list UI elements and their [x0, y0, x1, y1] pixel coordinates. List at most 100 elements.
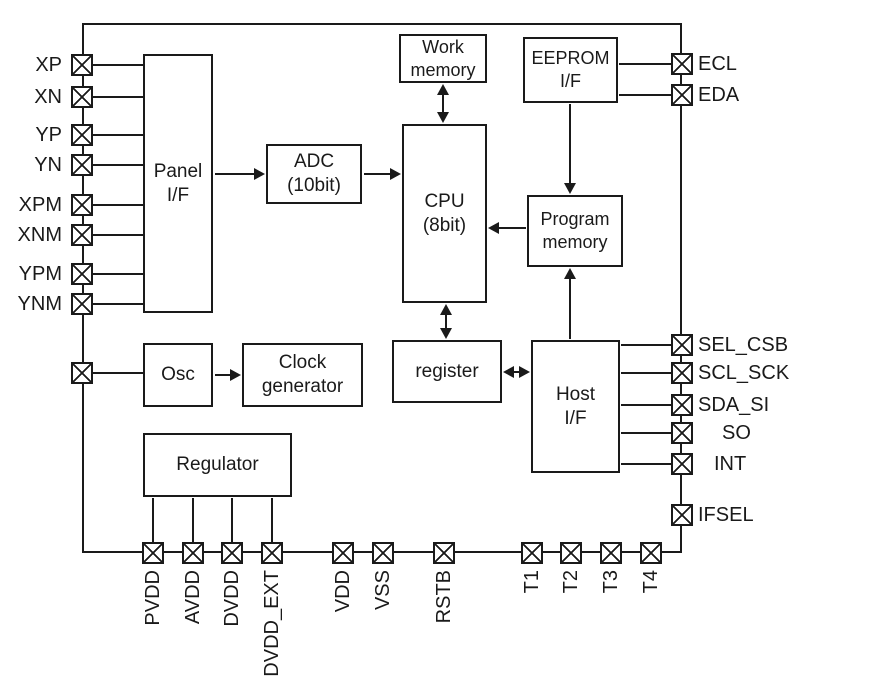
pin-so-icon [671, 422, 693, 444]
pin-label-dvdd: DVDD [221, 570, 243, 627]
connector-host-if-to-sel-csb [621, 344, 671, 346]
block-work-memory-label2: memory [410, 59, 476, 80]
pin-label-t1: T1 [521, 570, 543, 594]
block-panel-if: Panel I/F [143, 54, 213, 313]
connector-regulator-to-dvdd [231, 498, 233, 543]
pin-ypm-icon [71, 263, 93, 285]
connector-host-if-to-so [621, 432, 671, 434]
pin-label-rstb: RSTB [433, 570, 455, 624]
pin-label-int: INT [714, 453, 747, 475]
pin-label-yn: YN [34, 154, 62, 176]
connector-eeprom-if-to-ecl [619, 63, 671, 65]
block-clock-generator-label: Clock [278, 352, 327, 373]
pin-label-sel-csb: SEL_CSB [698, 334, 789, 356]
connector-panel-if-to-adc [215, 173, 257, 175]
pin-label-ynm: YNM [17, 293, 62, 315]
block-osc: Osc [143, 343, 213, 407]
pin-ecl-icon [671, 53, 693, 75]
pin-label-xp: XP [35, 54, 62, 76]
pin-label-eda: EDA [698, 84, 740, 106]
block-cpu: CPU (8bit) [402, 124, 487, 303]
arrowhead-cpu-register-u [440, 304, 452, 315]
pin-label-avdd: AVDD [182, 570, 204, 625]
pin-label-xnm: XNM [17, 224, 62, 246]
pin-vdd-icon [332, 542, 354, 564]
block-host-if-label: Host [555, 383, 596, 405]
pin-ifsel-icon [671, 504, 693, 526]
connector-osc-pin-to-osc [93, 372, 143, 374]
connector-stub-yp [93, 134, 143, 136]
block-work-memory: Work memory [399, 34, 487, 83]
connector-eeprom-if-to-program-memory [569, 104, 571, 184]
block-host-if: Host I/F [531, 340, 620, 473]
connector-eeprom-if-to-eda [619, 94, 671, 96]
block-adc-label: ADC [293, 151, 335, 172]
pin-label-scl-sck: SCL_SCK [698, 362, 790, 384]
block-panel-if-label: Panel [153, 160, 203, 182]
connector-stub-ynm [93, 303, 143, 305]
block-host-if-label2: I/F [564, 407, 587, 429]
pin-rstb-icon [433, 542, 455, 564]
pin-avdd-icon [182, 542, 204, 564]
pin-yp-icon [71, 124, 93, 146]
pin-xnm-icon [71, 224, 93, 246]
pin-int-icon [671, 453, 693, 475]
connector-stub-xn [93, 96, 143, 98]
arrowhead-register-host-if-l [503, 366, 514, 378]
pin-t2-icon [560, 542, 582, 564]
pin-dvdd-ext-icon [261, 542, 283, 564]
pin-eda-icon [671, 84, 693, 106]
pin-sda-si-icon [671, 394, 693, 416]
arrowhead-host-if-to-program-memory-u [564, 268, 576, 279]
arrowhead-cpu-register-d [440, 328, 452, 339]
pin-dvdd-icon [221, 542, 243, 564]
connector-stub-xp [93, 64, 143, 66]
connector-osc-to-clock-generator [215, 374, 233, 376]
pin-label-xpm: XPM [18, 194, 62, 216]
block-panel-if-label2: I/F [166, 184, 190, 206]
pin-label-ecl: ECL [698, 53, 737, 75]
arrowhead-adc-to-cpu-r [390, 168, 401, 180]
pin-t1-icon [521, 542, 543, 564]
pin-label-t4: T4 [640, 570, 662, 594]
block-register: register [392, 340, 502, 403]
pin-label-xn: XN [34, 86, 62, 108]
block-program-memory-label2: memory [542, 232, 608, 252]
pin-t4-icon [640, 542, 662, 564]
arrowhead-eeprom-if-to-program-memory-d [564, 183, 576, 194]
block-program-memory: Program memory [527, 195, 623, 267]
pin-label-dvdd-ext: DVDD_EXT [261, 570, 283, 677]
connector-program-memory-to-cpu [497, 227, 526, 229]
connector-stub-xpm [93, 204, 143, 206]
pin-pvdd-icon [142, 542, 164, 564]
connector-regulator-to-avdd [192, 498, 194, 543]
connector-stub-yn [93, 164, 143, 166]
connector-work-memory-cpu [442, 93, 444, 115]
arrowhead-osc-to-clock-generator-r [230, 369, 241, 381]
connector-regulator-to-pvdd [152, 498, 154, 543]
pin-label-sda-si: SDA_SI [698, 394, 770, 416]
connector-regulator-to-dvdd-ext [271, 498, 273, 543]
pin-label-ifsel: IFSEL [698, 504, 754, 526]
connector-stub-ypm [93, 273, 143, 275]
pin-vss-icon [372, 542, 394, 564]
connector-cpu-register [445, 312, 447, 332]
connector-host-if-to-program-memory [569, 277, 571, 339]
block-adc: ADC (10bit) [266, 144, 362, 204]
block-eeprom-if-label: EEPROM [531, 48, 610, 68]
connector-host-if-to-sda-si [621, 404, 671, 406]
pin-label-vdd: VDD [332, 570, 354, 613]
connector-register-host-if [509, 371, 524, 373]
pin-label-t3: T3 [600, 570, 622, 594]
pin-yn-icon [71, 154, 93, 176]
block-regulator: Regulator [143, 433, 292, 497]
pin-label-so: SO [722, 422, 751, 444]
block-regulator-label: Regulator [176, 454, 259, 475]
arrowhead-register-host-if-r [519, 366, 530, 378]
pin-label-ypm: YPM [18, 263, 62, 285]
connector-adc-to-cpu [364, 173, 392, 175]
pin-xn-icon [71, 86, 93, 108]
pin-osc-icon [71, 362, 93, 384]
pin-label-t2: T2 [560, 570, 582, 594]
